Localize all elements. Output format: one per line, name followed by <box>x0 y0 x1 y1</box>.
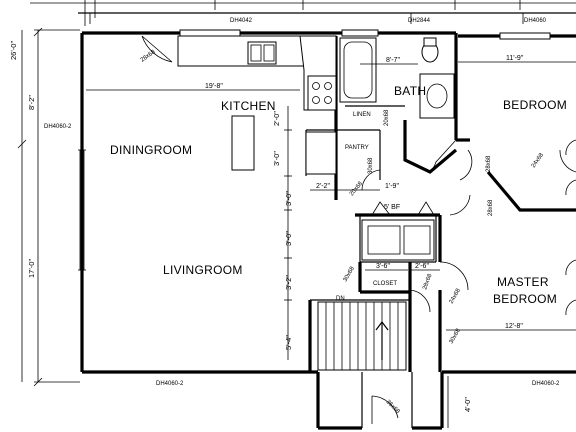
dim-linen-width: 1'-9" <box>385 183 399 190</box>
room-label-pantry: PANTRY <box>345 145 369 151</box>
room-label-closet: CLOSET <box>373 281 397 287</box>
dim-lower-left: 17'-0" <box>27 259 36 278</box>
dim-bf: 5' BF <box>384 204 400 211</box>
dim-pantry-width: 2'-2" <box>316 183 330 190</box>
window-tag-left: DH4060-2 <box>44 124 72 130</box>
door-tag-bath-entry: 30x68 <box>368 157 374 174</box>
door-tag-bedroom: 24x68 <box>531 152 546 169</box>
interior-dimension-lines <box>86 61 576 428</box>
room-label-bedroom: BEDROOM <box>503 98 567 112</box>
dim-hall-v4: 5'-4" <box>284 335 293 350</box>
dim-closet-width-1: 3'-6" <box>376 263 390 270</box>
dim-kitchen-v2: 3'-0" <box>272 151 281 166</box>
dim-bottom-v: 4'-0" <box>463 397 472 412</box>
window-tag-bottom-right: DH4060-2 <box>532 381 560 387</box>
bath-fixtures <box>339 37 455 119</box>
door-tag-master: 28x68 <box>422 273 433 291</box>
door-tag-hall-a: 28x68 <box>486 155 492 172</box>
door-tag-front-bottom: 36x68 <box>385 399 401 415</box>
dim-closet-width-2: 2'-6" <box>415 263 429 270</box>
window-tag-top-left: DH4042 <box>230 18 253 24</box>
exterior-walls <box>80 31 576 430</box>
dim-bath-width: 8'-7" <box>386 57 400 64</box>
stairs <box>317 301 407 371</box>
dim-hall-v3: 3'-2" <box>284 275 293 290</box>
room-label-diningroom: DININGROOM <box>110 143 192 157</box>
dim-kitchen-width: 19'-8" <box>205 83 223 90</box>
top-dimension-strip <box>30 0 576 26</box>
room-label-master-line1: MASTER <box>497 275 549 289</box>
dim-upper-left: 8'-2" <box>27 95 36 110</box>
door-tag-front: 28x68 <box>140 49 157 64</box>
left-dimension-lines <box>17 27 80 387</box>
window-tag-top-right: DH4060 <box>524 18 547 24</box>
door-tag-hall-b: 28x68 <box>488 199 494 216</box>
left-window <box>78 149 86 271</box>
room-label-kitchen: KITCHEN <box>221 99 276 113</box>
hall-laundry <box>361 201 435 261</box>
door-tag-closet-a: 30x68 <box>343 265 357 283</box>
dim-master-width: 12'-8" <box>505 323 523 330</box>
door-swings <box>141 35 576 424</box>
room-label-master-line2: BEDROOM <box>493 292 557 306</box>
room-label-linen: LINEN <box>353 112 371 118</box>
window-tag-bottom-left: DH4060-2 <box>156 381 184 387</box>
door-tag-linen: 20x68 <box>384 109 390 126</box>
dim-total-left: 26'-0" <box>9 41 18 60</box>
interior-walls <box>305 33 576 428</box>
kitchen-fixtures <box>177 35 337 175</box>
room-label-livingroom: LIVINGROOM <box>163 263 243 277</box>
dim-bedroom-width: 11'-9" <box>506 55 524 62</box>
stair-label-dn: DN <box>336 296 345 302</box>
dim-hall-v2: 3'-0" <box>284 231 293 246</box>
dim-hall-v1: 3'-0" <box>284 191 293 206</box>
room-label-bath: BATH <box>394 84 426 98</box>
window-tag-top-mid: DH2844 <box>408 18 431 24</box>
dim-kitchen-v1: 2'-0" <box>272 111 281 126</box>
door-tag-closet-b: 24x68 <box>449 287 463 305</box>
